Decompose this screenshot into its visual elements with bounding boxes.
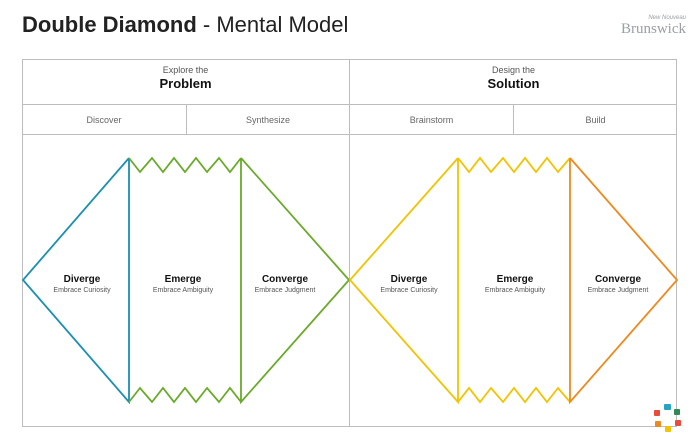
section-header-problem: Explore the Problem (22, 64, 349, 104)
phase-name: Emerge (496, 274, 534, 285)
phase-diverge-1: Diverge Embrace Curiosity (27, 273, 137, 295)
stage-synthesize: Synthesize (245, 115, 291, 125)
phase-name: Converge (594, 274, 642, 285)
diamond2-diverge-shape (348, 157, 459, 405)
diamond1-emerge-top-zigzag (128, 156, 242, 174)
brunswick-logo: New Nouveau Brunswick (596, 14, 686, 37)
diamond1-emerge-bottom-zigzag (128, 386, 242, 404)
phase-converge-2: Converge Embrace Judgment (563, 273, 673, 295)
phase-subtitle: Embrace Judgment (254, 287, 316, 294)
diamond1-diverge-shape (21, 157, 130, 405)
phase-subtitle: Embrace Curiosity (380, 287, 438, 294)
title-rest: - Mental Model (196, 12, 349, 37)
section-title: Solution (487, 76, 540, 91)
color-ring-badge-icon (654, 404, 681, 432)
section-kicker: Explore the (162, 65, 209, 75)
diamond2-emerge-top-zigzag (457, 156, 571, 174)
header-divider (22, 104, 677, 105)
phase-name: Emerge (164, 274, 202, 285)
section-header-solution: Design the Solution (350, 64, 677, 104)
stage-separator (513, 104, 514, 135)
phase-emerge-2: Emerge Embrace Ambiguity (460, 273, 570, 295)
diamond2-converge-shape (569, 157, 679, 405)
stage-separator (186, 104, 187, 135)
phase-subtitle: Embrace Ambiguity (484, 287, 546, 294)
stage-divider (22, 134, 677, 135)
half-divider (349, 59, 350, 427)
phase-name: Diverge (63, 274, 101, 285)
stage-discover: Discover (86, 115, 122, 125)
phase-diverge-2: Diverge Embrace Curiosity (354, 273, 464, 295)
logo-big-text: Brunswick (621, 21, 686, 37)
section-kicker: Design the (491, 65, 536, 75)
section-title: Problem (159, 76, 212, 91)
phase-name: Converge (261, 274, 309, 285)
logo-small-text: New Nouveau (648, 15, 686, 21)
diamond1-converge-shape (240, 157, 351, 405)
diamond2-emerge-bottom-zigzag (457, 386, 571, 404)
phase-subtitle: Embrace Ambiguity (152, 287, 214, 294)
stage-build: Build (585, 115, 606, 125)
phase-subtitle: Embrace Judgment (587, 287, 649, 294)
phase-converge-1: Converge Embrace Judgment (230, 273, 340, 295)
phase-name: Diverge (390, 274, 428, 285)
phase-subtitle: Embrace Curiosity (53, 287, 111, 294)
page-title: Double Diamond - Mental Model (22, 12, 348, 38)
title-bold: Double Diamond (22, 12, 197, 37)
stage-brainstorm: Brainstorm (409, 115, 454, 125)
phase-emerge-1: Emerge Embrace Ambiguity (128, 273, 238, 295)
